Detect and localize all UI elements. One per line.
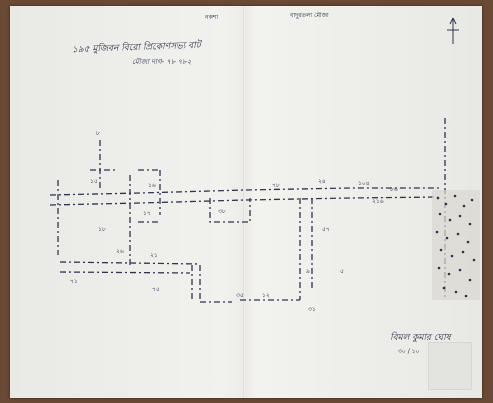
hatched-area (432, 190, 480, 300)
plot-label: ৩১ (308, 306, 316, 313)
north-arrow-icon (447, 17, 459, 44)
plot-label: ১৮ (98, 226, 106, 233)
plot-label: ১৭ (143, 210, 151, 217)
plot-label: ২৪ (318, 178, 326, 185)
plot-label: ১২ (262, 292, 270, 299)
plot-label: ৮৬ (390, 186, 398, 193)
plot-label: ৫৭ (322, 226, 330, 233)
signature-date: ৩০ / ১০ (398, 348, 420, 355)
blurred-stamp-icon (428, 342, 472, 390)
plot-label: ৭৮ (272, 182, 280, 189)
plot-label: ৭৫ (152, 286, 160, 293)
plot-label: ১৬ (148, 182, 156, 189)
plot-label: ১৫ (90, 178, 98, 185)
plot-label: ৩৫ (236, 292, 244, 299)
main-road-line (49, 187, 440, 196)
paper-sheet (10, 6, 482, 398)
plot-label: ১০৪ (358, 180, 370, 187)
signature: বিমল কুমার ঘোষ (390, 333, 451, 343)
plot-label: ৫ (340, 268, 344, 275)
main-road-line-lower (49, 196, 441, 206)
center-block (209, 198, 251, 223)
plot-label: ২১৬ (372, 198, 384, 205)
plot-label: ২১ (150, 252, 158, 259)
plot-label: ৭১ (70, 278, 78, 285)
plot-label: ৯ (306, 268, 310, 275)
paper-fold-line (243, 6, 245, 398)
top-note-right: বাদুরতলা মৌজা (290, 12, 329, 19)
plan-subtitle: মৌজা দাগ- ৭৮ ৭৮২ (132, 58, 192, 66)
lower-road-line (59, 261, 201, 265)
plot-label: ৮ (96, 130, 100, 137)
lower-road-line-2 (59, 271, 191, 274)
plot-label: ৩৮ (218, 208, 226, 215)
top-note-left: নকশা (205, 14, 219, 21)
plot-label: ২৬ (116, 248, 124, 255)
